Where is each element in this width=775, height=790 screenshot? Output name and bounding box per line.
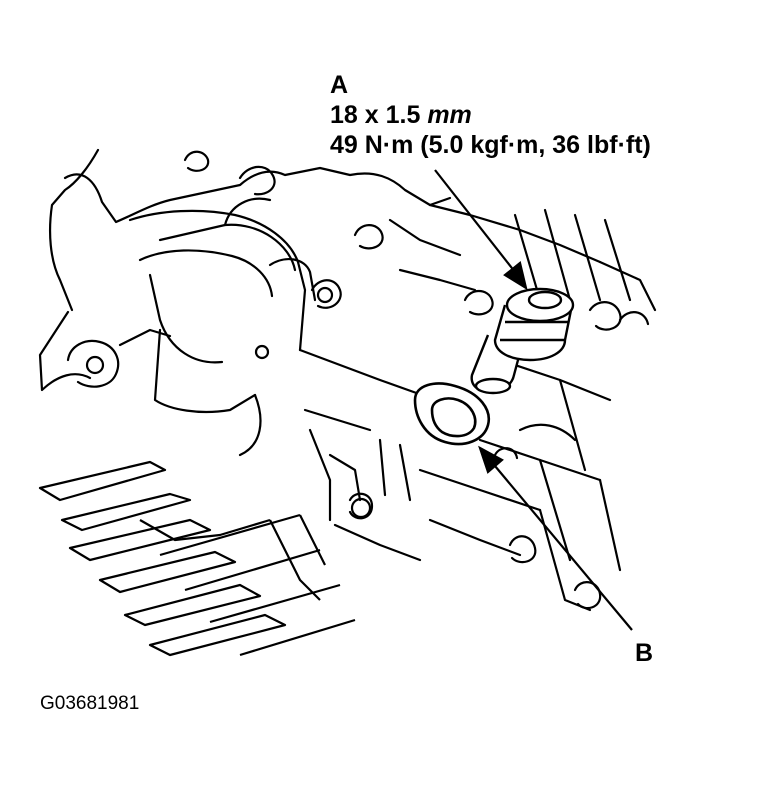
callout-a-label: A 18 x 1.5 mm 49 N·m (5.0 kgf·m, 36 lbf·… (330, 70, 651, 160)
callout-a-letter: A (330, 71, 349, 99)
bolt (470, 287, 575, 395)
leader-lines (434, 169, 633, 631)
washer (413, 382, 491, 446)
bolt-size-value: 18 x 1.5 (330, 101, 421, 129)
bolt-size-unit: mm (427, 101, 472, 129)
engine-housing (38, 148, 657, 612)
figure-id: G03681981 (40, 693, 140, 714)
bolt-torque-spec: 49 N·m (5.0 kgf·m, 36 lbf·ft) (330, 131, 651, 159)
callout-b-letter: B (635, 639, 654, 667)
crankcase-rib-grid (38, 460, 356, 657)
bolt-size-spec: 18 x 1.5 mm (330, 100, 651, 130)
